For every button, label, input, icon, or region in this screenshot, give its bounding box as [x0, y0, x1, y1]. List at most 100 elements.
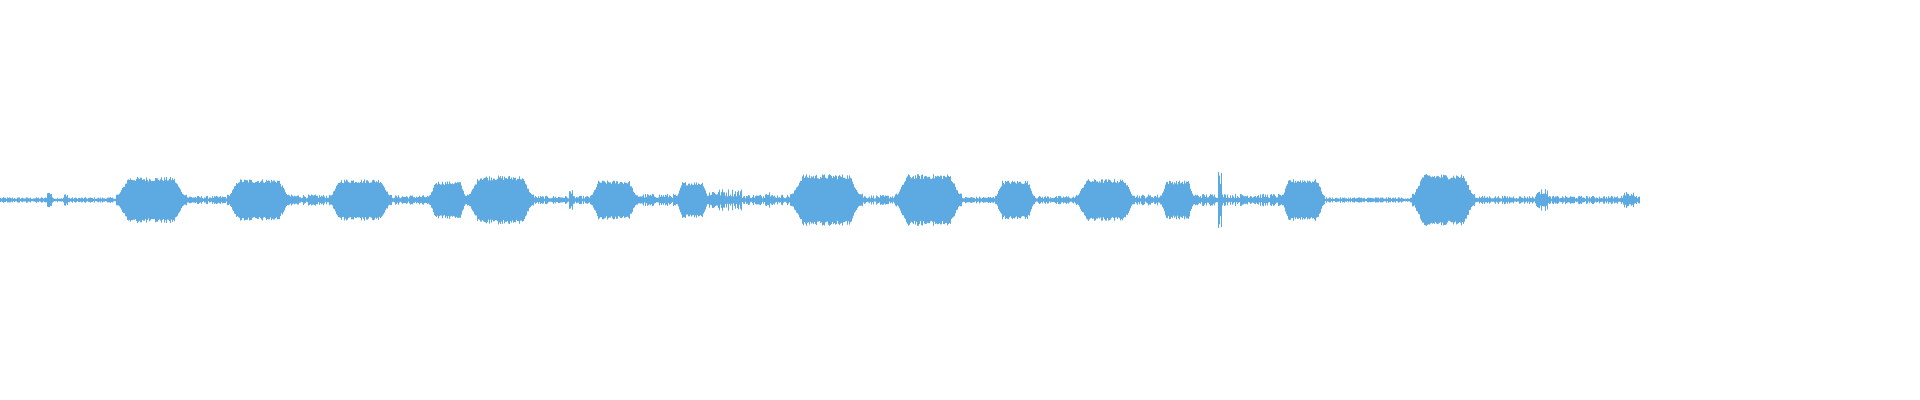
- waveform-bar: [704, 188, 705, 212]
- waveform-bar: [129, 180, 130, 220]
- waveform-bar: [1224, 194, 1225, 206]
- waveform-bar: [1204, 195, 1205, 205]
- waveform-bar: [38, 197, 39, 203]
- waveform-bar: [1588, 198, 1589, 202]
- waveform-bar: [803, 174, 804, 226]
- waveform-bar: [667, 193, 668, 206]
- waveform-bar: [748, 195, 749, 205]
- waveform-bar: [31, 198, 32, 202]
- waveform-bar: [913, 176, 914, 225]
- waveform-bar: [1241, 194, 1242, 206]
- waveform-bar: [1311, 182, 1312, 218]
- waveform-bar: [643, 194, 644, 206]
- waveform-bar: [436, 183, 437, 217]
- waveform-bar: [519, 176, 520, 224]
- waveform-bar: [1533, 197, 1534, 203]
- waveform-bar: [1244, 196, 1245, 204]
- waveform-bar: [1348, 197, 1349, 203]
- waveform-bar: [1495, 196, 1496, 204]
- waveform-bar: [1156, 197, 1157, 203]
- waveform-bar: [1609, 197, 1610, 203]
- waveform-bar: [1469, 189, 1470, 211]
- waveform-bar: [45, 197, 46, 203]
- waveform-bar: [590, 195, 591, 205]
- waveform-bar: [865, 196, 866, 204]
- waveform-bar: [979, 196, 980, 204]
- waveform-bar: [893, 198, 894, 202]
- waveform-bar: [316, 195, 317, 205]
- waveform-bar: [558, 196, 559, 204]
- waveform-bar: [239, 182, 240, 218]
- waveform-bar: [754, 197, 755, 203]
- waveform-bar: [879, 197, 880, 203]
- waveform-bar: [396, 195, 397, 205]
- waveform-bar: [1434, 176, 1435, 224]
- waveform-bar: [1141, 195, 1142, 205]
- waveform-bar: [1402, 198, 1403, 202]
- waveform-bar: [1304, 180, 1305, 220]
- waveform-bar: [1622, 197, 1623, 203]
- waveform-bar: [227, 194, 228, 206]
- waveform-bar: [1393, 197, 1394, 203]
- waveform-bar: [581, 196, 582, 204]
- waveform-bar: [1514, 198, 1515, 202]
- waveform-bar: [779, 197, 780, 203]
- waveform-bar: [1049, 198, 1050, 202]
- waveform-bar: [1301, 182, 1302, 218]
- waveform-bar: [46, 197, 47, 203]
- waveform-bar: [238, 182, 239, 218]
- waveform-bar: [30, 197, 31, 203]
- waveform-bar: [130, 178, 131, 222]
- waveform-bar: [1628, 194, 1629, 206]
- waveform-bar: [42, 197, 43, 203]
- waveform-bar: [1342, 197, 1343, 203]
- waveform-bar: [1355, 198, 1356, 202]
- waveform-bar: [568, 198, 569, 202]
- waveform-bar: [1087, 180, 1088, 220]
- waveform-bar: [1365, 198, 1366, 201]
- waveform-bar: [1293, 179, 1294, 221]
- waveform-bar: [1010, 183, 1011, 217]
- waveform-bar: [786, 197, 787, 203]
- waveform-bar: [1480, 197, 1481, 203]
- waveform-bar: [495, 180, 496, 220]
- waveform-bar: [1446, 175, 1447, 225]
- waveform-bar: [1001, 186, 1002, 214]
- waveform-bar: [190, 196, 191, 204]
- waveform-bar: [937, 175, 938, 225]
- waveform-bar: [370, 182, 371, 218]
- waveform-bar: [1565, 195, 1566, 205]
- waveform-bar: [1341, 198, 1342, 202]
- waveform-bar: [95, 198, 96, 201]
- waveform-bar: [250, 179, 251, 221]
- waveform-bar: [508, 176, 509, 224]
- waveform-bar: [1260, 194, 1261, 206]
- waveform-bar: [37, 198, 38, 202]
- waveform-bar: [1532, 196, 1533, 204]
- waveform-bar: [1189, 183, 1190, 217]
- waveform-bar: [1503, 197, 1504, 203]
- waveform-bar: [337, 184, 338, 216]
- waveform-bar: [1114, 179, 1115, 221]
- waveform-bar: [1225, 194, 1226, 206]
- waveform-bar: [276, 182, 277, 218]
- waveform-bar: [67, 194, 68, 205]
- waveform-bar: [149, 178, 150, 222]
- waveform-bar: [1222, 194, 1223, 206]
- waveform-bar: [1637, 198, 1638, 202]
- waveform-bar: [676, 196, 677, 204]
- waveform-bar: [117, 194, 118, 206]
- waveform-bar: [948, 176, 949, 224]
- waveform-bar: [302, 197, 303, 203]
- waveform-bar: [77, 198, 78, 201]
- waveform-bar: [539, 197, 540, 203]
- waveform-bar: [861, 194, 862, 206]
- waveform-bar: [304, 196, 305, 204]
- waveform-bar: [801, 181, 802, 219]
- waveform-bar: [1413, 193, 1414, 207]
- waveform-bar: [502, 176, 503, 224]
- waveform-bar: [545, 196, 546, 204]
- waveform-bar: [658, 197, 659, 203]
- waveform-bar: [438, 181, 439, 219]
